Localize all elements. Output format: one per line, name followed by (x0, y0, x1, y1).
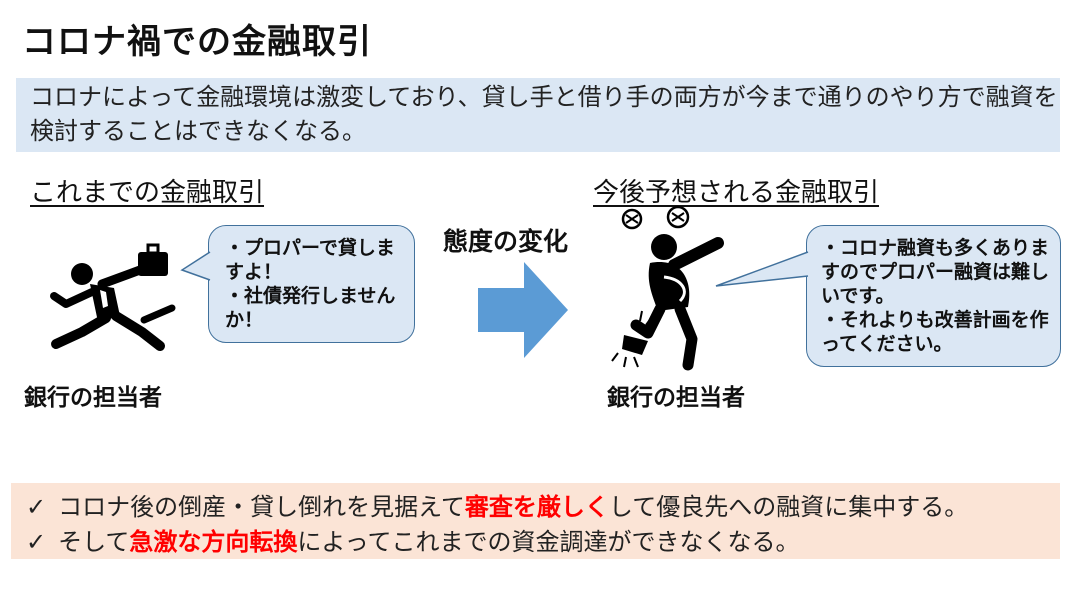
running-businessman-icon (50, 243, 176, 351)
angry-person-icon (611, 205, 724, 371)
intro-text: コロナによって金融環境は激変しており、貸し手と借り手の両方が今まで通りのやり方で… (30, 83, 1058, 145)
summary-text: して優良先への融資に集中する。 (608, 493, 969, 521)
summary-text: によってこれまでの資金調達ができなくなる。 (297, 528, 800, 556)
before-label: これまでの金融取引 (30, 178, 265, 208)
after-speech-bubble: ・コロナ融資も多くありますのでプロパー融資は難しいです。 ・それよりも改善計画を… (806, 225, 1061, 367)
before-speech-bubble: ・プロパーで貸しますよ！ ・社債発行しませんか！ (208, 225, 415, 343)
summary-line-2: ✓ そして急激な方向転換によってこれまでの資金調達ができなくなる。 (26, 522, 799, 557)
check-icon: ✓ (26, 493, 47, 521)
summary-emphasis: 審査を厳しく (464, 493, 609, 521)
summary-line-1: ✓ コロナ後の倒産・貸し倒れを見据えて審査を厳しくして優良先への融資に集中する。 (26, 487, 968, 522)
summary-emphasis: 急激な方向転換 (129, 528, 298, 556)
attitude-change-label: 態度の変化 (443, 227, 569, 256)
page-title: コロナ禍での金融取引 (22, 22, 372, 62)
after-speech-tail (715, 251, 809, 287)
summary-box (11, 483, 1060, 559)
before-person-label: 銀行の担当者 (24, 385, 162, 411)
summary-text: そして (58, 528, 130, 556)
right-arrow-icon (478, 262, 568, 358)
after-person-label: 銀行の担当者 (607, 385, 745, 411)
intro-box (16, 78, 1060, 152)
check-icon: ✓ (26, 528, 47, 556)
summary-text: コロナ後の倒産・貸し倒れを見据えて (58, 493, 465, 521)
after-label: 今後予想される金融取引 (593, 178, 880, 208)
before-speech-tail (180, 251, 211, 281)
